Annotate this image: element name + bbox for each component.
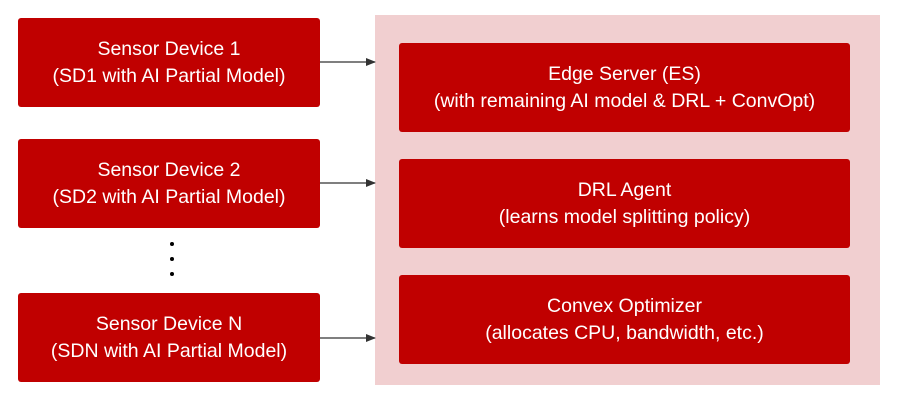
edge-server-box: Edge Server (ES) (with remaining AI mode…	[399, 43, 850, 132]
edge-server-subtitle: (with remaining AI model & DRL + ConvOpt…	[433, 89, 816, 112]
sensor-device-2-box: Sensor Device 2 (SD2 with AI Partial Mod…	[18, 139, 320, 228]
convex-optimizer-title: Convex Optimizer	[547, 294, 702, 317]
edge-server-title: Edge Server (ES)	[548, 62, 701, 85]
drl-agent-subtitle: (learns model splitting policy)	[498, 205, 751, 228]
sensor-device-1-box: Sensor Device 1 (SD1 with AI Partial Mod…	[18, 18, 320, 107]
drl-agent-title: DRL Agent	[577, 178, 672, 201]
sensor-device-2-subtitle: (SD2 with AI Partial Model)	[52, 185, 286, 208]
sensor-device-n-title: Sensor Device N	[95, 312, 243, 335]
sensor-device-2-title: Sensor Device 2	[97, 158, 241, 181]
convex-optimizer-subtitle: (allocates CPU, bandwidth, etc.)	[485, 321, 764, 344]
vertical-ellipsis-icon	[160, 242, 184, 276]
sensor-device-1-title: Sensor Device 1	[97, 37, 241, 60]
drl-agent-box: DRL Agent (learns model splitting policy…	[399, 159, 850, 248]
sensor-device-n-box: Sensor Device N (SDN with AI Partial Mod…	[18, 293, 320, 382]
convex-optimizer-box: Convex Optimizer (allocates CPU, bandwid…	[399, 275, 850, 364]
ellipsis-dot	[170, 272, 174, 276]
sensor-device-1-subtitle: (SD1 with AI Partial Model)	[52, 64, 286, 87]
ellipsis-dot	[170, 242, 174, 246]
sensor-device-n-subtitle: (SDN with AI Partial Model)	[50, 339, 288, 362]
ellipsis-dot	[170, 257, 174, 261]
